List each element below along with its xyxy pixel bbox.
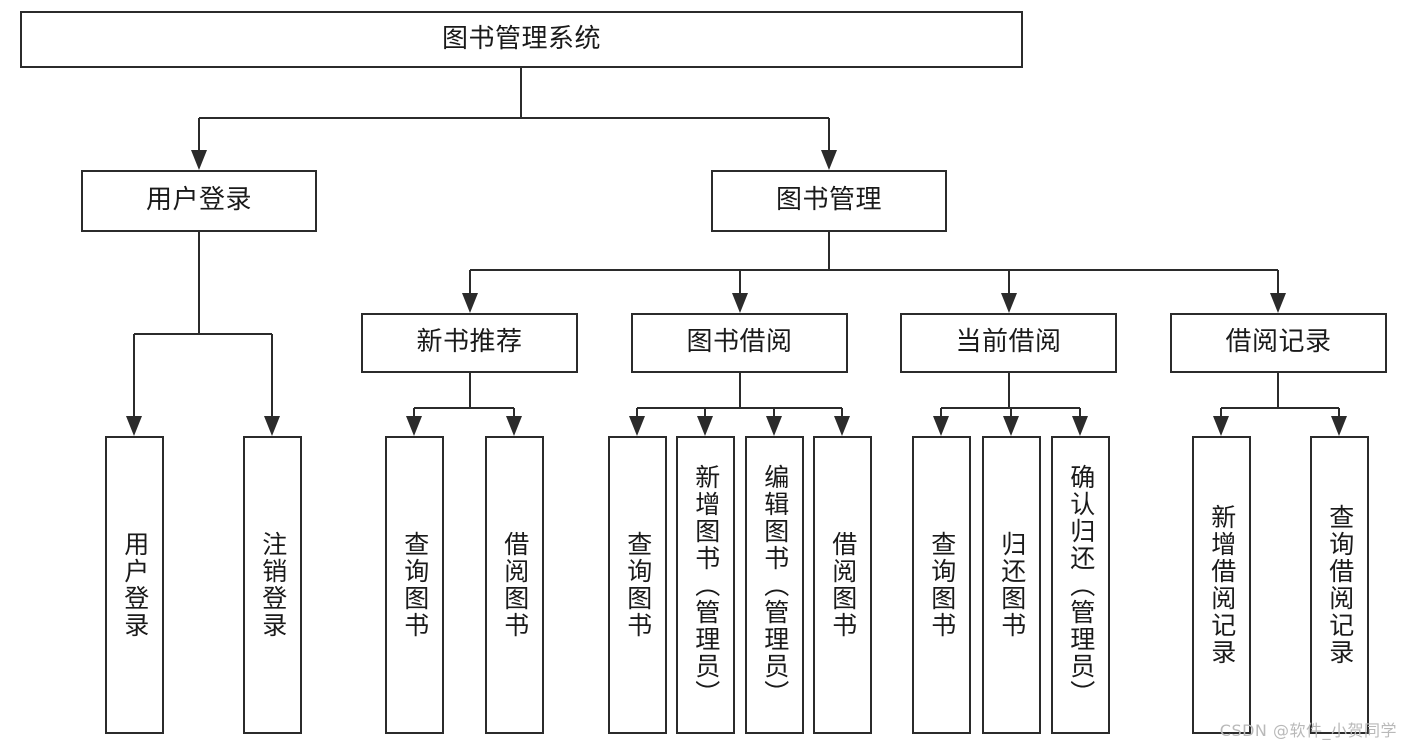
node-label: 用户登录 [120,531,150,639]
node-user-login[interactable]: 用户登录 [81,170,317,232]
node-leaf-edit-book[interactable]: 编辑图书（管理员） [745,436,804,734]
node-label: 归还图书 [997,531,1027,639]
node-label: 图书借阅 [686,327,793,358]
node-label: 查询图书 [400,531,430,639]
node-leaf-add-book[interactable]: 新增图书（管理员） [676,436,735,734]
node-leaf-add-borrow-record[interactable]: 新增借阅记录 [1192,436,1251,734]
node-label: 图书管理系统 [441,23,601,54]
node-label: 查询借阅记录 [1325,504,1355,666]
node-label: 用户登录 [145,185,252,216]
node-leaf-user-login[interactable]: 用户登录 [105,436,164,734]
node-label: 新增借阅记录 [1207,504,1237,666]
node-leaf-query-book-3[interactable]: 查询图书 [912,436,971,734]
node-root[interactable]: 图书管理系统 [20,11,1023,68]
node-leaf-query-borrow-record[interactable]: 查询借阅记录 [1310,436,1369,734]
node-leaf-logout-login[interactable]: 注销登录 [243,436,302,734]
watermark: CSDN @软件_小贺同学 [1219,721,1397,740]
node-leaf-confirm-return[interactable]: 确认归还（管理员） [1051,436,1110,734]
node-leaf-borrow-book-2[interactable]: 借阅图书 [813,436,872,734]
node-label: 新书推荐 [416,327,523,358]
node-label: 确认归还（管理员） [1066,463,1096,707]
node-current-borrow[interactable]: 当前借阅 [900,313,1117,373]
node-book-borrow[interactable]: 图书借阅 [631,313,848,373]
node-label: 图书管理 [775,185,882,216]
node-label: 借阅图书 [828,531,858,639]
node-leaf-borrow-book-1[interactable]: 借阅图书 [485,436,544,734]
node-label: 查询图书 [623,531,653,639]
node-label: 查询图书 [927,531,957,639]
node-label: 借阅图书 [500,531,530,639]
node-label: 编辑图书（管理员） [760,463,790,707]
node-label: 新增图书（管理员） [691,463,721,707]
node-leaf-return-book[interactable]: 归还图书 [982,436,1041,734]
node-label: 借阅记录 [1225,327,1332,358]
node-leaf-query-book-2[interactable]: 查询图书 [608,436,667,734]
node-borrow-record[interactable]: 借阅记录 [1170,313,1387,373]
node-new-book-recommend[interactable]: 新书推荐 [361,313,578,373]
node-leaf-query-book-1[interactable]: 查询图书 [385,436,444,734]
node-label: 注销登录 [258,531,288,639]
node-label: 当前借阅 [955,327,1062,358]
node-book-manage[interactable]: 图书管理 [711,170,947,232]
